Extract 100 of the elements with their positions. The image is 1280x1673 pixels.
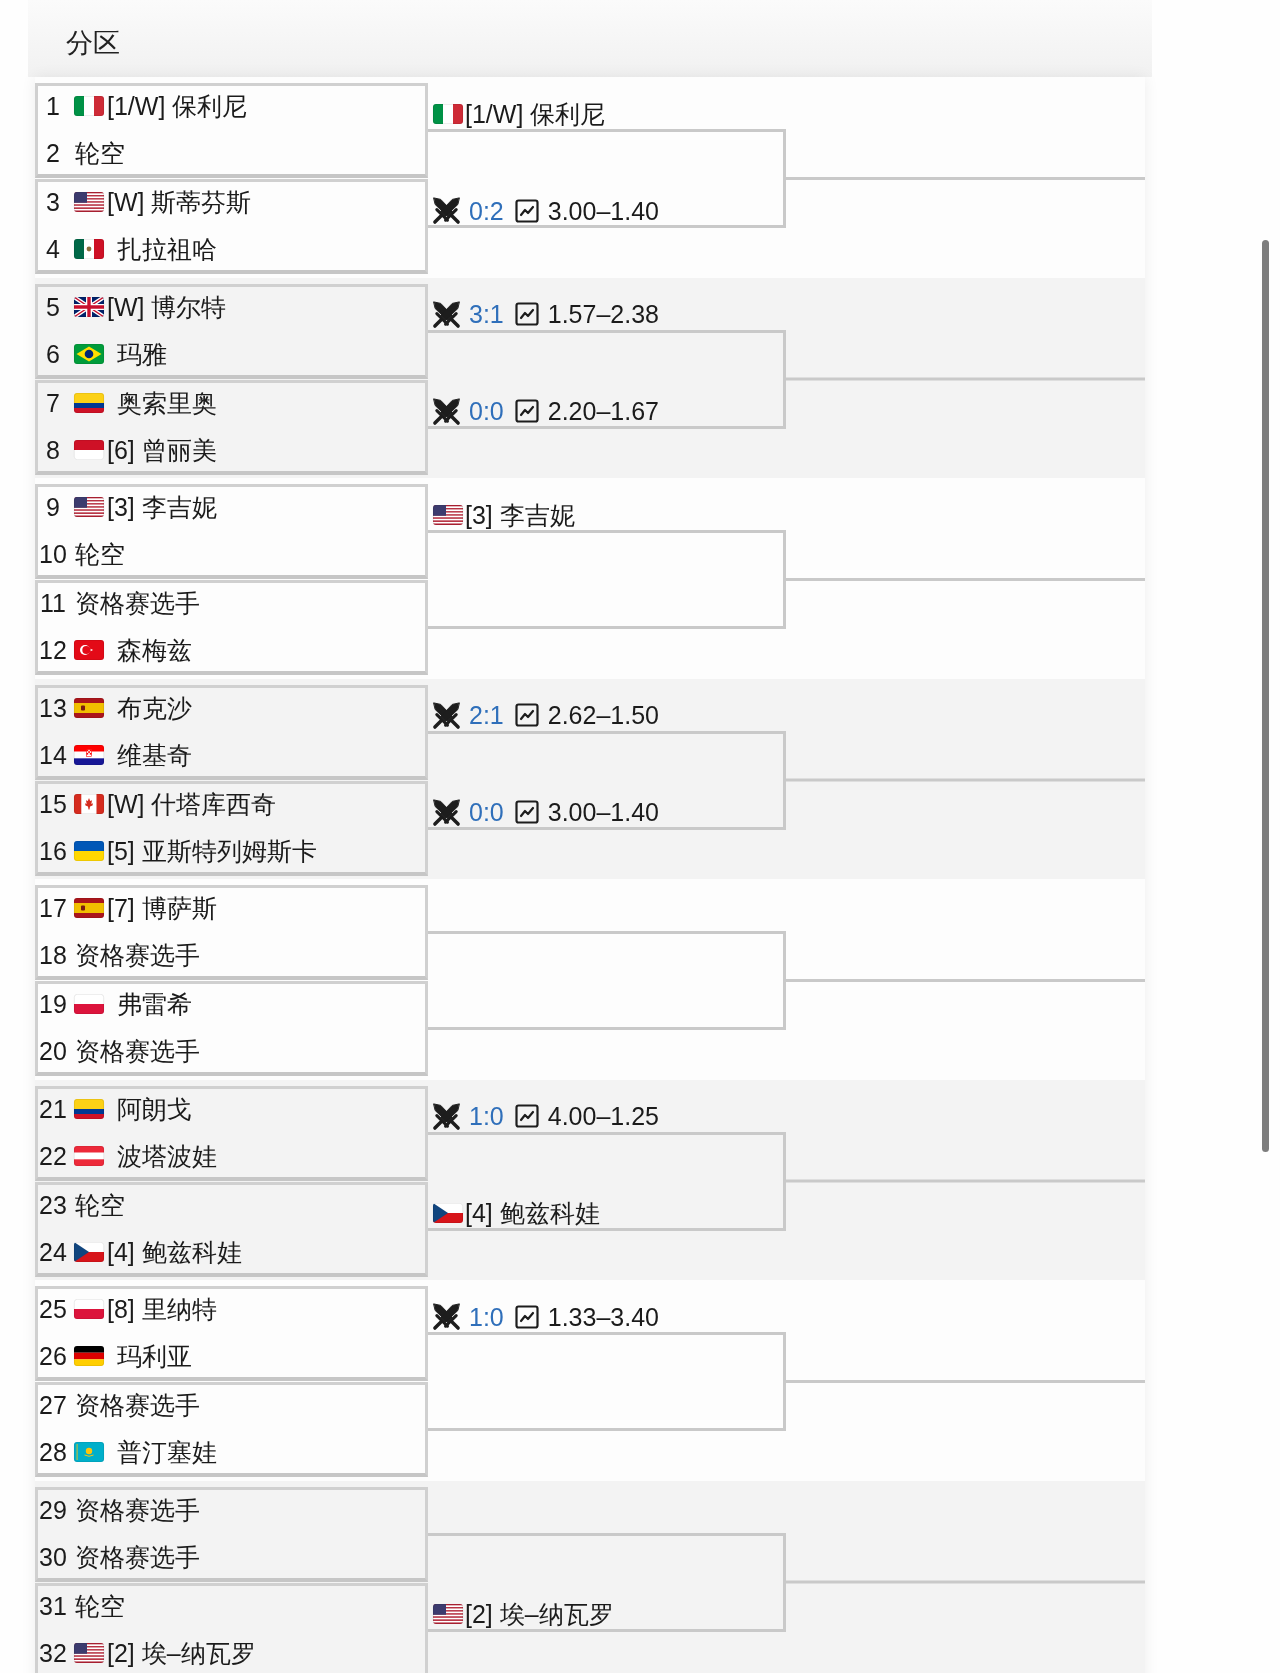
match-score: 1:0 <box>469 1101 504 1131</box>
player-name: 资格赛选手 <box>74 1541 200 1572</box>
connector-line <box>786 1580 1145 1584</box>
position-number: 28 <box>38 1437 68 1467</box>
position-number: 1 <box>45 91 61 121</box>
position-number: 6 <box>45 338 61 369</box>
match-box <box>35 684 428 780</box>
position-number: 3 <box>45 187 61 217</box>
player-name: 资格赛选手 <box>74 1494 200 1525</box>
match-box <box>35 283 428 379</box>
position-number: 12 <box>38 635 68 665</box>
player-name: 轮空 <box>74 539 125 569</box>
player-name: [4] 鲍兹科娃 <box>107 1236 242 1267</box>
connector-line <box>786 377 1145 381</box>
match-score: 3:1 <box>469 299 504 329</box>
bracket-box <box>428 1532 786 1632</box>
position-number: 25 <box>38 1294 68 1324</box>
player-name: [W] 博尔特 <box>107 291 227 322</box>
position-number: 26 <box>38 1341 68 1371</box>
position-number: 20 <box>38 1036 68 1066</box>
position-number: 17 <box>38 893 68 923</box>
position-number: 10 <box>38 539 68 569</box>
position-number: 7 <box>45 387 61 418</box>
match-score: 0:2 <box>469 195 504 226</box>
position-number: 14 <box>38 739 68 770</box>
position-number: 8 <box>45 434 61 465</box>
match-box <box>35 1582 428 1673</box>
match-box <box>35 1181 428 1277</box>
match-box <box>35 580 428 675</box>
position-number: 24 <box>38 1236 68 1267</box>
connector-line <box>786 578 1145 581</box>
betting-odds: 3.00–1.40 <box>547 797 659 827</box>
player-name: [3] 李吉妮 <box>107 492 217 522</box>
position-number: 4 <box>45 234 61 264</box>
player-name: 奥索里奥 <box>117 387 217 418</box>
player-name: 弗雷希 <box>117 989 192 1019</box>
player-name: 阿朗戈 <box>117 1093 192 1124</box>
player-name: 资格赛选手 <box>74 1390 200 1420</box>
player-name: 资格赛选手 <box>74 940 200 970</box>
match-box <box>35 83 428 178</box>
position-number: 31 <box>38 1590 68 1621</box>
player-name: [5] 亚斯特列姆斯卡 <box>107 835 317 866</box>
position-number: 9 <box>45 492 61 522</box>
match-box <box>35 484 428 579</box>
match-box <box>35 981 428 1076</box>
connector-line <box>786 778 1145 782</box>
section-title: 分区 <box>66 27 120 59</box>
connector-line <box>786 979 1145 982</box>
match-box <box>35 1382 428 1477</box>
player-name: 波塔波娃 <box>117 1140 217 1171</box>
betting-odds: 4.00–1.25 <box>547 1101 659 1131</box>
match-score: 0:0 <box>469 396 504 426</box>
match-score: 0:0 <box>469 797 504 827</box>
player-name: [2] 埃–纳瓦罗 <box>107 1637 256 1668</box>
player-name: [W] 斯蒂芬斯 <box>107 187 252 217</box>
position-number: 5 <box>45 291 61 322</box>
bracket-box <box>428 931 786 1030</box>
position-number: 32 <box>38 1637 68 1668</box>
player-name: [8] 里纳特 <box>107 1294 217 1324</box>
position-number: 13 <box>38 692 68 723</box>
player-name: 玛利亚 <box>117 1341 192 1371</box>
player-name: 轮空 <box>74 1590 125 1621</box>
player-name: [1/W] 保利尼 <box>465 98 606 129</box>
match-box <box>35 1486 428 1582</box>
position-number: 11 <box>39 588 67 618</box>
player-name: [1/W] 保利尼 <box>107 91 248 121</box>
player-name: [6] 曾丽美 <box>107 434 217 465</box>
player-name: 扎拉祖哈 <box>117 234 217 264</box>
player-name: 玛雅 <box>117 338 167 369</box>
connector-line <box>786 177 1145 180</box>
betting-odds: 2.20–1.67 <box>547 396 659 426</box>
player-name: [3] 李吉妮 <box>465 499 575 530</box>
player-name: 轮空 <box>74 138 125 168</box>
connector-line <box>786 1179 1145 1183</box>
betting-odds: 2.62–1.50 <box>547 700 659 730</box>
position-number: 22 <box>38 1140 68 1171</box>
match-score: 1:0 <box>469 1301 504 1332</box>
betting-odds: 3.00–1.40 <box>547 195 659 226</box>
position-number: 19 <box>38 989 68 1019</box>
position-number: 29 <box>38 1494 68 1525</box>
match-box <box>35 379 428 475</box>
connector-line <box>786 1380 1145 1383</box>
player-name: 森梅兹 <box>117 635 192 665</box>
betting-odds: 1.33–3.40 <box>547 1301 659 1332</box>
position-number: 16 <box>38 835 68 866</box>
betting-odds: 1.57–2.38 <box>547 299 659 329</box>
position-number: 27 <box>38 1390 68 1420</box>
position-number: 15 <box>38 788 68 819</box>
player-name: [W] 什塔库西奇 <box>107 788 277 819</box>
player-name: 轮空 <box>74 1189 125 1220</box>
position-number: 21 <box>38 1093 68 1124</box>
match-box <box>35 1286 428 1381</box>
player-name: [4] 鲍兹科娃 <box>465 1198 600 1228</box>
player-name: [2] 埃–纳瓦罗 <box>465 1599 614 1629</box>
player-name: 维基奇 <box>117 739 192 770</box>
match-box <box>35 1085 428 1181</box>
player-name: 普汀塞娃 <box>117 1437 217 1467</box>
match-box <box>35 179 428 274</box>
player-name: 资格赛选手 <box>74 588 200 618</box>
player-name: [7] 博萨斯 <box>107 893 217 923</box>
